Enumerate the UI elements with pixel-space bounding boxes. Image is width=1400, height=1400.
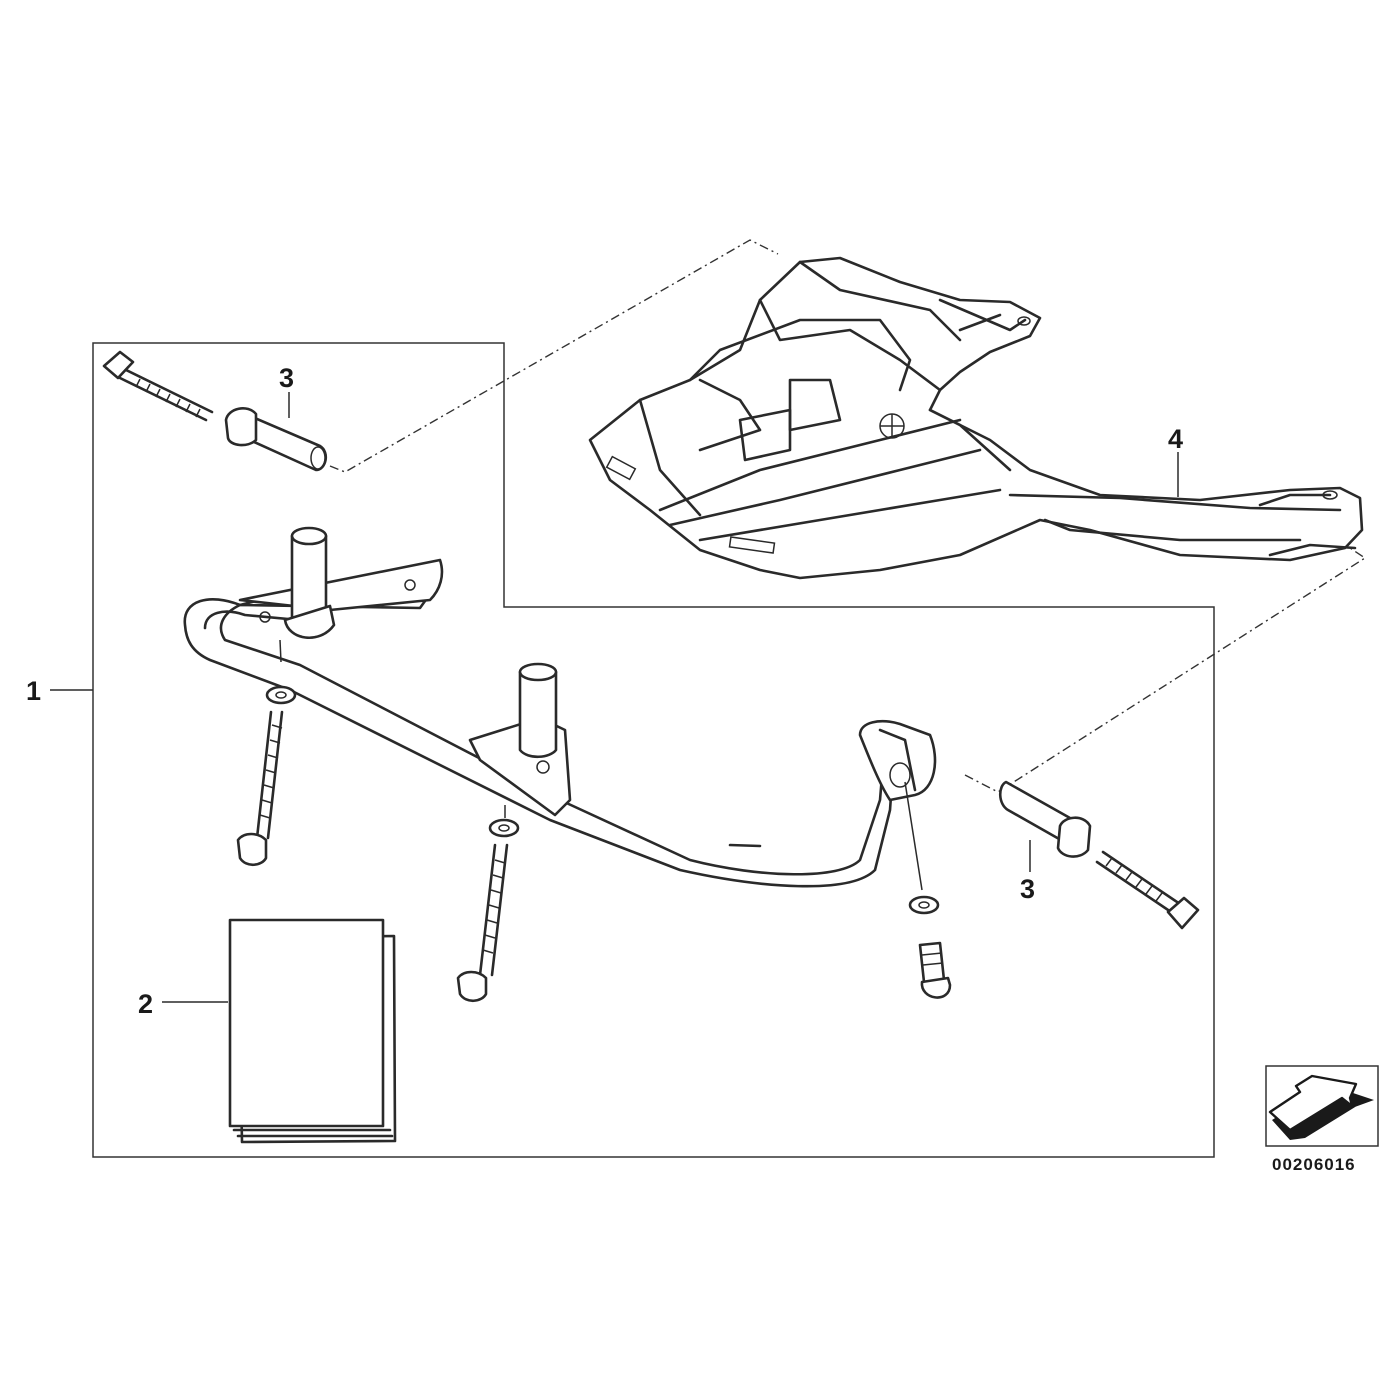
- bolt-and-spacer-upper: [102, 350, 328, 472]
- document-number: 00206016: [1272, 1155, 1356, 1174]
- bolt-left: [236, 639, 297, 867]
- assembly-line-lower: [964, 547, 1367, 793]
- assembly-line-upper: [329, 239, 779, 473]
- document-booklet: [228, 918, 397, 1144]
- direction-arrow-icon: [1265, 1065, 1379, 1147]
- bolt-and-spacer-lower: [998, 780, 1200, 930]
- callout-1: 1: [26, 676, 41, 706]
- callout-2: 2: [138, 989, 153, 1019]
- callout-4: 4: [1168, 424, 1183, 454]
- bolt-right: [904, 781, 952, 999]
- grab-handle: [183, 526, 937, 888]
- luggage-rack: [588, 256, 1364, 580]
- kit-boundary: [92, 342, 1215, 1158]
- bolt-middle: [456, 805, 520, 1003]
- callout-3-lower: 3: [1020, 874, 1035, 904]
- callout-3-upper: 3: [279, 363, 294, 393]
